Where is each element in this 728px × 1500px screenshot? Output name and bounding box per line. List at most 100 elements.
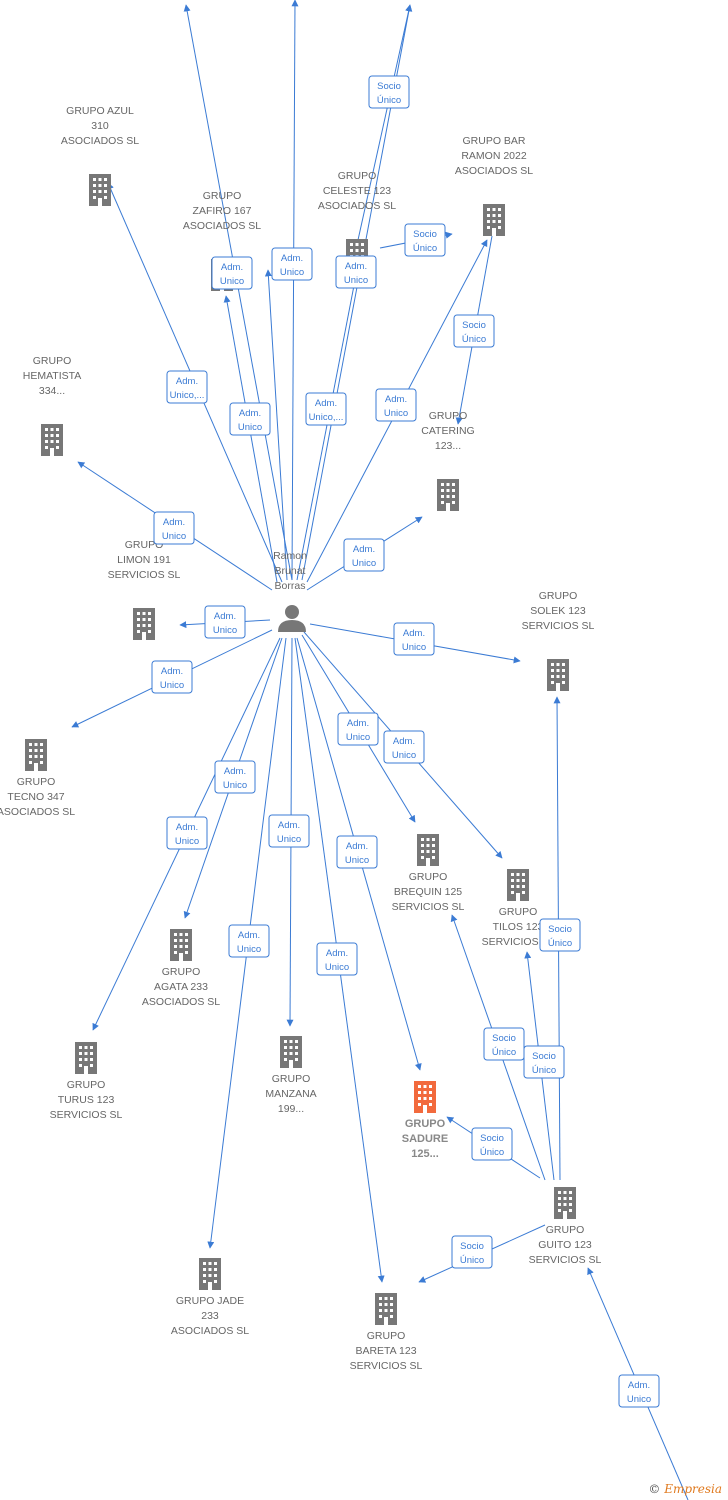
edge-8	[264, 269, 288, 581]
building-icon	[170, 929, 192, 961]
company-node-manzana[interactable]: GRUPOMANZANA199...	[265, 1036, 317, 1115]
company-node-sadure[interactable]: GRUPOSADURE125...	[402, 1081, 448, 1160]
company-label-line: TURUS 123	[58, 1094, 115, 1106]
building-icon	[547, 659, 569, 691]
relation-badge-b10[interactable]: Adm.Unico	[375, 388, 417, 422]
company-node-hematista[interactable]: GRUPOHEMATISTA334...	[23, 355, 82, 456]
company-label-line: SADURE	[402, 1133, 448, 1145]
relation-badge-b4[interactable]: Adm.Unico	[271, 247, 313, 281]
relation-badge-b12[interactable]: Adm. Unico	[343, 538, 385, 572]
badge-label: Adm.	[278, 820, 300, 831]
badge-label: Unico	[325, 962, 349, 973]
building-icon	[280, 1036, 302, 1068]
relation-badge-b29[interactable]: Adm. Unico	[618, 1374, 660, 1408]
badge-label: Unico	[162, 531, 186, 542]
company-label-line: GRUPO AZUL	[66, 105, 134, 117]
company-label-line: GRUPO	[17, 776, 56, 788]
relation-badge-b23[interactable]: Adm.Unico	[316, 942, 358, 976]
building-icon	[25, 739, 47, 771]
badge-label: Único	[460, 1255, 484, 1266]
company-label-line: BREQUIN 125	[394, 886, 462, 898]
badge-label: Adm.	[345, 261, 367, 272]
person-name-line: Ramon	[273, 550, 307, 562]
relation-badge-b15[interactable]: Adm.Unico	[151, 660, 193, 694]
person-icon	[278, 605, 306, 632]
company-label-line: 123...	[435, 440, 461, 452]
badge-label: Adm.	[238, 930, 260, 941]
badge-label: Adm.	[315, 398, 337, 409]
company-label-line: TILOS 123	[493, 921, 544, 933]
badge-label: Adm.	[221, 262, 243, 273]
company-node-catering[interactable]: GRUPOCATERING123...	[421, 410, 475, 511]
relation-badge-b18[interactable]: Adm.Unico	[214, 760, 256, 794]
company-label-line: GRUPO	[162, 966, 201, 978]
badge-label: Adm.	[628, 1380, 650, 1391]
building-icon	[437, 479, 459, 511]
relation-badge-b16[interactable]: Adm.Unico	[337, 712, 379, 746]
relation-badge-b9[interactable]: Adm.Unico,...	[305, 392, 347, 426]
relation-badge-b7[interactable]: Adm.Unico,...	[166, 370, 208, 404]
relation-badge-b11[interactable]: Adm.Unico	[153, 511, 195, 545]
relation-badge-b20[interactable]: Adm.Unico	[268, 814, 310, 848]
relation-badge-b17[interactable]: Adm.Unico	[383, 730, 425, 764]
badge-label: Adm.	[176, 376, 198, 387]
relation-badge-b5[interactable]: Adm.Unico	[335, 255, 377, 289]
relation-badge-b22[interactable]: Adm.Unico	[228, 924, 270, 958]
badge-label: Adm.	[214, 611, 236, 622]
badge-label: Único	[492, 1047, 516, 1058]
badge-label: Unico	[352, 558, 376, 569]
company-label-line: GRUPO	[272, 1073, 311, 1085]
relation-badge-b21[interactable]: Adm. Unico	[336, 835, 378, 869]
badge-label: Adm.	[353, 544, 375, 555]
relation-badge-b3[interactable]: Adm. Unico	[211, 256, 253, 290]
company-label-line: SERVICIOS SL	[482, 936, 555, 948]
company-label-line: GRUPO	[367, 1330, 406, 1342]
badge-label: Socio	[532, 1051, 556, 1062]
building-icon	[483, 204, 505, 236]
company-label-line: GRUPO	[33, 355, 72, 367]
company-label-line: GRUPO	[499, 906, 538, 918]
relation-badge-b19[interactable]: Adm.Unico	[166, 816, 208, 850]
company-label-line: SERVICIOS SL	[350, 1360, 423, 1372]
building-icon	[554, 1187, 576, 1219]
company-label-line: GRUPO BAR	[462, 135, 525, 147]
badge-label: Unico	[345, 855, 369, 866]
badge-label: Unico	[220, 276, 244, 287]
badge-label: Adm.	[346, 841, 368, 852]
person-name-line: Borras	[275, 580, 306, 592]
badge-label: Unico	[627, 1394, 651, 1405]
badge-label: Adm.	[385, 394, 407, 405]
relation-badge-b8[interactable]: Adm.Unico	[229, 402, 271, 436]
badge-label: Adm.	[161, 666, 183, 677]
relation-badge-b13[interactable]: Adm.Unico	[204, 605, 246, 639]
company-label-line: GRUPO	[67, 1079, 106, 1091]
footer-brand: © Empresia	[648, 1482, 722, 1496]
company-label-line: AGATA 233	[154, 981, 208, 993]
relation-badge-b14[interactable]: Adm.Unico	[393, 622, 435, 656]
building-icon	[41, 424, 63, 456]
badge-label: Único	[532, 1065, 556, 1076]
